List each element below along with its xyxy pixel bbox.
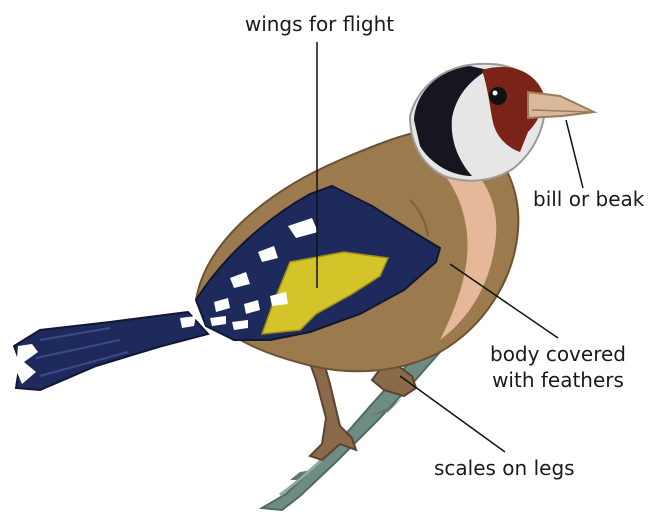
bill-label: bill or beak — [533, 186, 644, 212]
body-label-line1: body covered — [470, 341, 646, 367]
head — [410, 64, 545, 181]
scales-label: scales on legs — [434, 455, 575, 481]
body-label: body covered with feathers — [470, 341, 646, 393]
wings-label: wings for flight — [232, 11, 407, 37]
body-label-line2: with feathers — [470, 367, 646, 393]
tail — [14, 312, 208, 390]
beak — [528, 92, 594, 118]
bill-pointer — [566, 120, 583, 188]
